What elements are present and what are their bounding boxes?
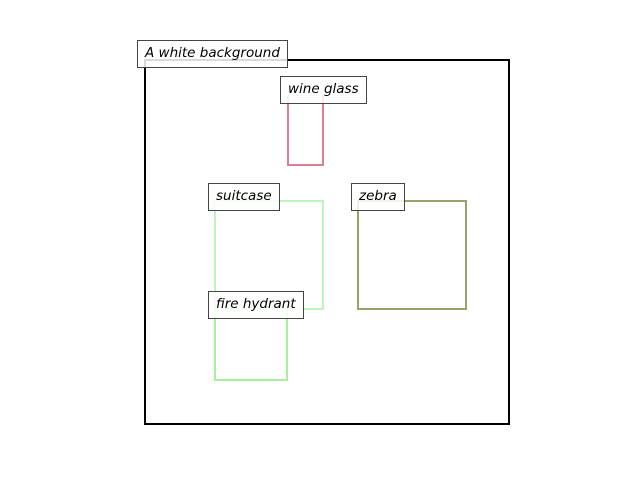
scene-frame xyxy=(144,59,510,425)
background-label: A white background xyxy=(137,40,288,68)
fire-hydrant-label: fire hydrant xyxy=(208,291,304,319)
wine-glass-label: wine glass xyxy=(280,76,367,104)
suitcase-label: suitcase xyxy=(208,183,280,211)
fire-hydrant-box xyxy=(214,308,288,381)
wine-glass-box xyxy=(287,95,324,166)
zebra-box xyxy=(357,200,467,310)
zebra-label: zebra xyxy=(351,183,405,211)
